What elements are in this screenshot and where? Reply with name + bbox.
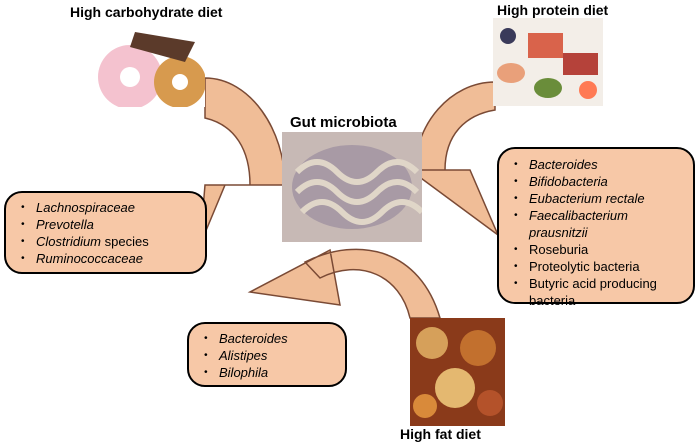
donuts-image: [95, 22, 205, 107]
list-item: Bilophila: [204, 364, 339, 381]
list-item: Prevotella: [21, 216, 199, 233]
fat-to-bottom-arrow: [247, 248, 442, 319]
protein-foods-image: [493, 18, 603, 106]
list-item: Bacteroides: [514, 156, 687, 173]
fatty-foods-image: [410, 318, 505, 426]
fat-microbiota-box: Bacteroides Alistipes Bilophila: [187, 322, 347, 387]
list-item: Ruminococcaceae: [21, 250, 199, 267]
list-item: Clostridium species: [21, 233, 199, 250]
gut-image: [282, 132, 422, 242]
list-item: Alistipes: [204, 347, 339, 364]
fat-diet-title: High fat diet: [400, 426, 481, 442]
protein-microbiota-box: Bacteroides Bifidobacteria Eubacterium r…: [497, 147, 695, 308]
list-item: Bifidobacteria: [514, 173, 687, 190]
carb-to-left-arrow: [199, 77, 286, 246]
list-item: Proteolytic bacteria: [514, 258, 687, 275]
gut-microbiota-title: Gut microbiota: [290, 114, 397, 131]
list-item: Bacteroides: [204, 330, 339, 347]
protein-diet-title: High protein diet: [497, 2, 609, 18]
carb-diet-title: High carbohydrate diet: [70, 4, 223, 20]
carb-microbiota-box: Lachnospiraceae Prevotella Clostridium s…: [4, 191, 207, 274]
list-item: Eubacterium rectale: [514, 190, 687, 207]
protein-to-right-arrow: [407, 81, 500, 238]
list-item: Lachnospiraceae: [21, 199, 199, 216]
list-item: Roseburia: [514, 241, 687, 258]
